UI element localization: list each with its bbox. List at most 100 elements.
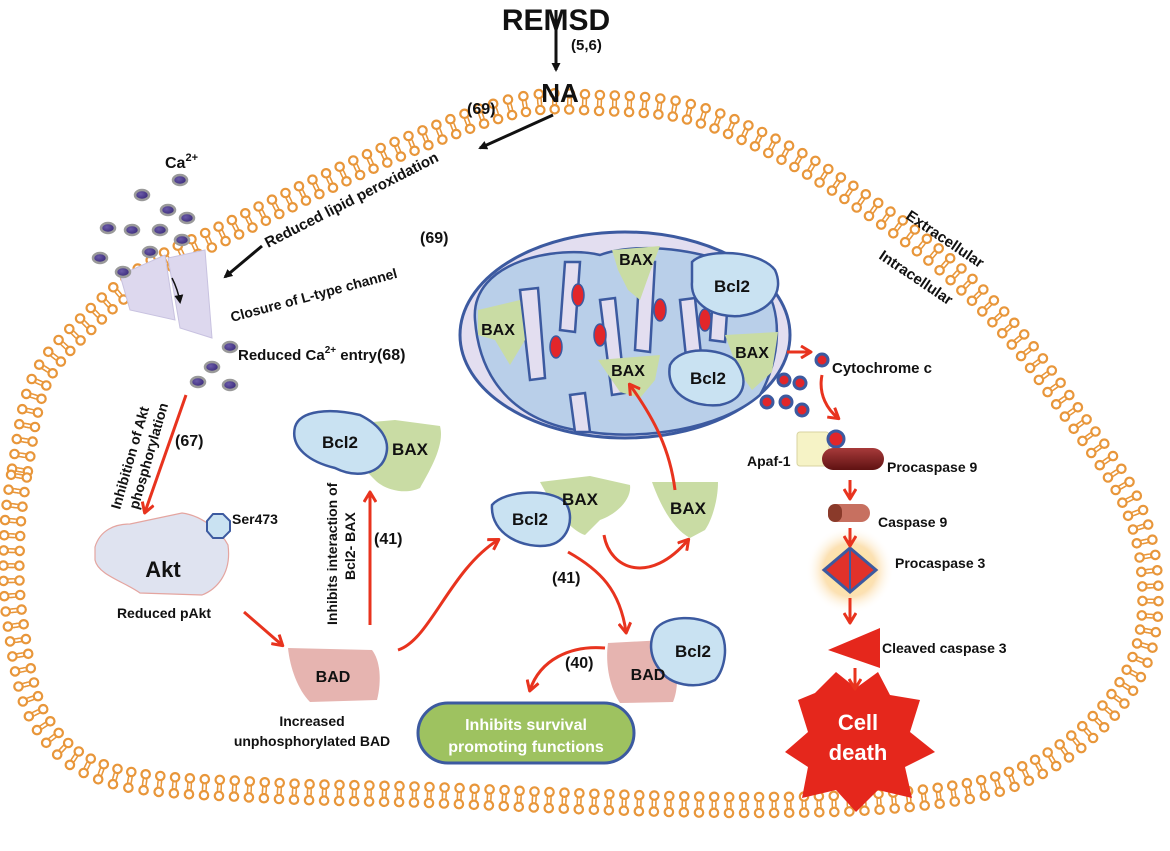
phospholipid [40,727,64,749]
phospholipid [1110,476,1135,496]
phospholipid [280,187,298,213]
phospholipid [573,787,585,815]
phospholipid [648,790,660,817]
bad-label: BAD [316,669,351,686]
phospholipid [153,770,166,798]
phospholipid [887,215,909,239]
phospholipid [1042,747,1062,772]
phospholipid [431,119,448,145]
phospholipid [1,499,28,512]
phospholipid [966,284,989,307]
ref-40: (40) [565,655,593,672]
phospholipid [1077,720,1099,744]
phospholipid [1134,624,1162,638]
akt-label: Akt [145,557,181,582]
phospholipid [1050,389,1075,410]
apaf-label: Apaf-1 [747,453,791,469]
phospholipid [334,161,352,187]
survival-pill [416,701,636,765]
phospholipid [258,776,271,804]
phospholipid [23,703,49,722]
procaspase9-label: Procaspase 9 [887,459,977,475]
phospholipid [487,98,504,125]
phospholipid [408,781,420,808]
remsd-label: REMSD [502,4,610,37]
phospholipid [0,589,26,602]
phospholipid [783,791,795,819]
ca-label: Ca2+ [165,152,198,172]
phospholipid [183,772,196,800]
phospholipid [5,469,33,483]
phospholipid [243,776,256,803]
phospholipid [839,180,859,205]
ref-41-middle: (41) [552,570,580,587]
phospholipid [85,302,108,325]
phospholipid [653,93,666,120]
phospholipid [678,790,690,818]
phospholipid [20,388,47,405]
phospholipid [558,787,570,814]
phospholipid [347,155,366,181]
reduced-ca-entry-label: Reduced Ca2+ entry(68) [238,345,405,364]
ref-5-6: (5,6) [571,37,602,54]
phospholipid [498,784,510,812]
arrow-bax-mito [630,385,677,491]
phospholipid [975,774,991,802]
phospholipid [228,775,241,802]
bcl2-complex-label: Bcl2 [675,642,711,661]
mitochondrion [458,230,792,440]
phospholipid [293,181,312,206]
phospholipid [875,206,896,230]
phospholipid [253,201,272,227]
phospholipid [738,791,750,819]
phospholipid [453,782,465,810]
bax-middle-label: BAX [562,490,599,509]
phospholipid [693,791,705,818]
akt-protein [94,512,231,596]
phospholipid [168,771,181,799]
calcium-ion [221,340,239,354]
phospholipid [348,779,360,807]
phospholipid [1003,766,1020,793]
phospholipid [213,774,226,802]
calcium-ion [114,265,132,279]
phospholipid [709,108,726,134]
ref-69-channel: (69) [420,230,448,247]
ref-69-na: (69) [467,101,495,118]
phospholipid [0,604,27,617]
phospholipid [213,221,231,247]
phospholipid [863,197,884,222]
calcium-ion [151,223,169,237]
phospholipid [96,292,118,315]
phospholipid [92,758,110,785]
calcium-ion [178,211,196,225]
bax-top-label: BAX [392,440,429,459]
arrow-lipid-channel [223,244,263,279]
arrow-complex-survival [530,646,606,690]
phospholipid [1016,760,1035,787]
phospholipid [0,530,26,542]
phospholipid [17,690,44,707]
phospholipid [976,295,1000,317]
phospholipid [42,346,67,367]
reduced-pakt-label: Reduced pAkt [117,605,211,621]
phospholipid [53,334,76,357]
phospholipid [826,172,847,196]
phospholipid [1114,676,1139,697]
phospholipid [226,214,245,240]
phospholipid [438,782,450,809]
caspase-9-shape [828,504,870,522]
calcium-ion [203,360,221,374]
phospholipid [593,89,606,117]
mito-bax-1: BAX [619,252,653,269]
phospholipid [681,98,697,125]
phospholipid [518,90,532,118]
cytochrome-c-molecules [759,352,830,418]
phospholipid [736,120,754,146]
phospholipid [1102,463,1127,483]
phospholipid [695,103,711,129]
phospholipid [768,791,780,819]
phospholipid [198,773,211,801]
phospholipid [1066,730,1087,754]
